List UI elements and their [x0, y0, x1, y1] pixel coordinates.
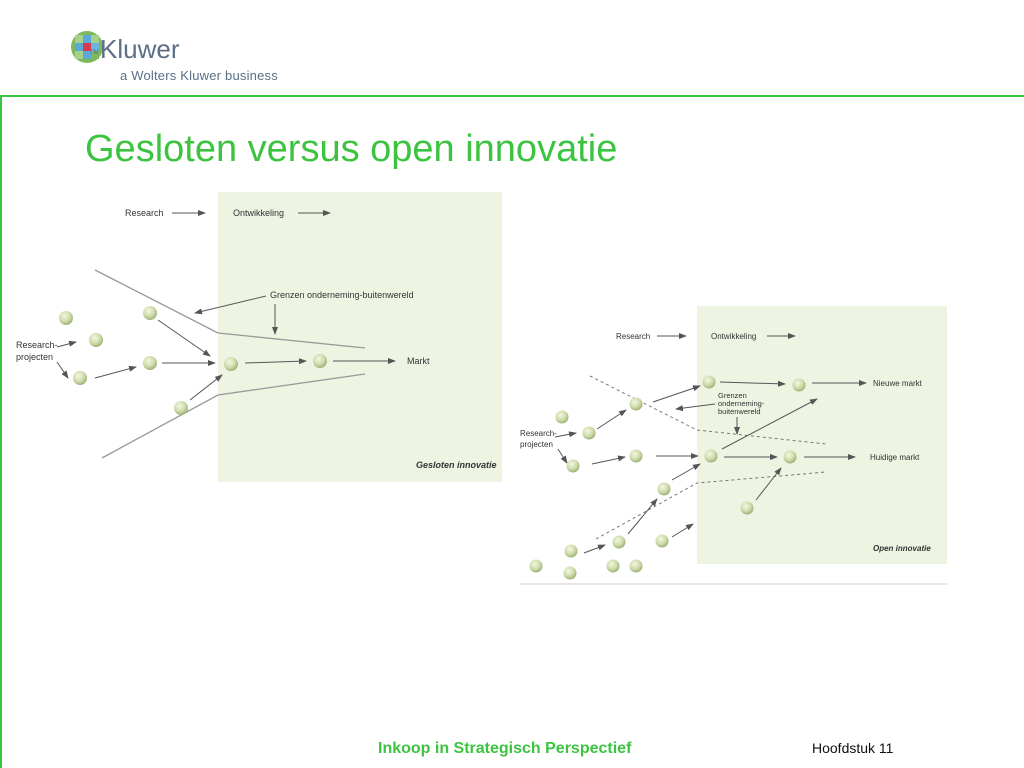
open-project-ball: [582, 426, 596, 440]
open-project-ball: [529, 559, 543, 573]
closed-arrow: [157, 319, 211, 357]
kluwer-logo: TM Kluwer a Wolters Kluwer business: [70, 30, 310, 90]
closed-projects-arrow-2: [56, 361, 69, 379]
open-caption: Open innovatie: [873, 544, 931, 553]
open-arrow: [591, 455, 626, 465]
open-project-ball: [629, 559, 643, 573]
open-project-ball: [704, 449, 718, 463]
open-project-ball: [606, 559, 620, 573]
open-arrow: [721, 398, 818, 450]
footer-chapter: Hoofdstuk 11: [812, 740, 894, 756]
closed-project-ball: [89, 333, 103, 347]
open-project-ball: [563, 566, 577, 580]
closed-grenzen-arrow-left: [194, 295, 267, 315]
open-grenzen-arrow-left: [675, 403, 716, 412]
open-project-ball: [655, 534, 669, 548]
open-project-ball: [702, 375, 716, 389]
closed-caption: Gesloten innovatie: [416, 460, 497, 470]
closed-company-panel: [218, 192, 502, 482]
open-arrow: [755, 467, 782, 501]
open-project-ball: [629, 449, 643, 463]
logo-trademark: TM: [90, 50, 99, 56]
logo-wordmark: Kluwer: [100, 34, 180, 64]
closed-projects-label-2: projecten: [16, 352, 53, 362]
open-project-ball: [783, 450, 797, 464]
logo-tagline: a Wolters Kluwer business: [120, 68, 278, 83]
closed-project-ball: [313, 354, 327, 368]
open-nieuwe-markt-label: Nieuwe markt: [873, 379, 923, 388]
closed-markt-label: Markt: [407, 356, 430, 366]
open-project-ball: [629, 397, 643, 411]
closed-ontwikkeling-label: Ontwikkeling: [233, 208, 284, 218]
open-grenzen-label-3: buitenwereld: [718, 407, 761, 416]
closed-grenzen-label: Grenzen onderneming-buitenwereld: [270, 290, 414, 300]
closed-project-ball: [174, 401, 188, 415]
open-grenzen-label-1: Grenzen: [718, 391, 747, 400]
closed-arrow: [189, 374, 223, 401]
closed-projects-arrow-1: [56, 340, 77, 348]
closed-project-ball: [73, 371, 87, 385]
closed-arrow: [244, 358, 307, 365]
open-projects-arrow-1: [554, 431, 577, 438]
open-projects-label-2: projecten: [520, 440, 553, 449]
kluwer-logo-icon: [71, 31, 103, 63]
closed-project-ball: [59, 311, 73, 325]
open-project-ball: [657, 482, 671, 496]
open-project-ball: [792, 378, 806, 392]
closed-funnel-top: [94, 269, 366, 349]
slide-frame: [0, 95, 1024, 768]
open-arrow: [671, 463, 701, 481]
slide-title: Gesloten versus open innovatie: [85, 128, 618, 170]
open-grenzen-label-2: onderneming-: [718, 399, 765, 408]
open-company-panel: [697, 306, 947, 564]
closed-project-ball: [143, 356, 157, 370]
open-project-ball: [612, 535, 626, 549]
closed-projects-label-1: Research-: [16, 340, 58, 350]
closed-research-label: Research: [125, 208, 164, 218]
closed-arrow: [94, 365, 137, 379]
open-arrow: [627, 498, 658, 535]
open-huidige-markt-label: Huidige markt: [870, 453, 920, 462]
open-projects-arrow-2: [557, 448, 568, 464]
open-boundary-top: [589, 375, 827, 445]
open-project-ball: [566, 459, 580, 473]
closed-project-ball: [143, 306, 157, 320]
open-arrow: [596, 409, 627, 430]
open-arrow: [671, 523, 694, 538]
open-ontwikkeling-label: Ontwikkeling: [711, 332, 756, 341]
open-arrow: [583, 544, 606, 554]
open-project-ball: [564, 544, 578, 558]
open-arrow: [652, 385, 701, 403]
open-arrow: [719, 380, 786, 387]
open-research-label: Research: [616, 332, 650, 341]
footer-book-title: Inkoop in Strategisch Perspectief: [378, 740, 632, 757]
open-projects-label-1: Research-: [520, 429, 557, 438]
open-project-ball: [740, 501, 754, 515]
open-boundary-bottom: [595, 471, 827, 540]
open-project-ball: [555, 410, 569, 424]
closed-project-ball: [224, 357, 238, 371]
closed-funnel-bottom: [101, 373, 366, 459]
